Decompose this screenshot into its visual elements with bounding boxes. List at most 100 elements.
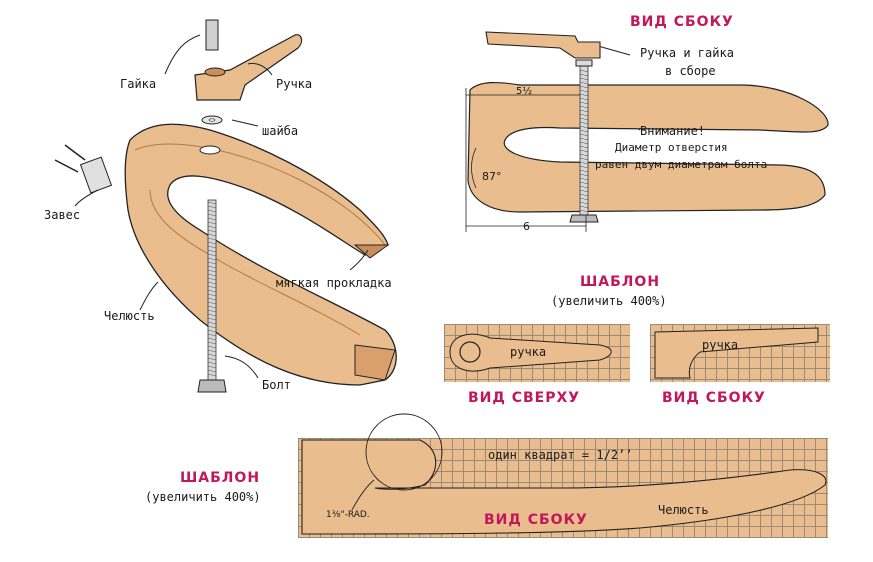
bolt-thread	[207, 229, 217, 233]
bolt-thread	[579, 149, 589, 153]
bolt-thread	[579, 121, 589, 125]
jaw-template-title: ШАБЛОН	[180, 470, 261, 486]
label-bolt: Болт	[262, 378, 291, 392]
bolt-thread	[207, 269, 217, 273]
bolt-thread	[579, 105, 589, 109]
bolt-thread	[579, 177, 589, 181]
bolt-thread	[207, 333, 217, 337]
bolt-thread	[207, 289, 217, 293]
dim-top: 5½	[516, 86, 533, 97]
bolt-thread	[579, 69, 589, 73]
handle-template-title: ШАБЛОН	[580, 274, 661, 290]
bolt-thread	[207, 281, 217, 285]
bolt-thread	[207, 349, 217, 353]
bolt-thread	[579, 81, 589, 85]
bolt-thread	[207, 233, 217, 237]
bolt-thread	[207, 345, 217, 349]
side-warning-line2: Диаметр отверстия	[615, 141, 728, 154]
bolt-thread	[579, 113, 589, 117]
bolt-thread	[579, 77, 589, 81]
dim-angle: 87°	[482, 170, 502, 183]
label-jaw: Челюсть	[104, 309, 155, 323]
bolt-thread	[579, 129, 589, 133]
jaw-top-shade	[134, 143, 386, 246]
side-warning: Внимание!	[640, 124, 706, 138]
label-pad: мягкая прокладка	[276, 276, 392, 290]
bolt-thread	[207, 361, 217, 365]
handle-side-view-title: ВИД СБОКУ	[662, 390, 766, 406]
bolt-thread	[579, 145, 589, 149]
jaw-template-scale: один квадрат = 1/2’’	[488, 448, 633, 462]
bolt-thread	[207, 341, 217, 345]
bolt-thread	[207, 241, 217, 245]
jaw-bolt-hole	[199, 145, 221, 155]
bolt-thread	[207, 305, 217, 309]
bolt-thread	[207, 257, 217, 261]
bolt-thread	[207, 357, 217, 361]
bolt-thread	[579, 157, 589, 161]
bolt-thread	[579, 181, 589, 185]
handle-top-view-title: ВИД СВЕРХУ	[468, 390, 581, 406]
bolt-thread	[207, 325, 217, 329]
jaw-template-radius: 1⅜"-RAD.	[326, 510, 370, 520]
bolt-thread	[579, 209, 589, 213]
bolt-thread	[579, 173, 589, 177]
jaw-template-view: ВИД СБОКУ	[484, 512, 588, 528]
bolt-thread	[207, 337, 217, 341]
handle-template-subtitle: (увеличить 400%)	[551, 294, 667, 308]
bolt-thread	[207, 253, 217, 257]
bolt-thread	[579, 101, 589, 105]
bolt-thread	[579, 205, 589, 209]
bolt-thread	[207, 217, 217, 221]
bolt-thread	[579, 109, 589, 113]
label-hinge: Завес	[44, 208, 81, 222]
bolt-thread	[207, 245, 217, 249]
bolt-thread	[579, 165, 589, 169]
bolt-thread	[579, 117, 589, 121]
bolt-thread	[207, 369, 217, 373]
bolt-thread	[207, 273, 217, 277]
bolt-thread	[579, 85, 589, 89]
bolt-thread	[207, 293, 217, 297]
bolt-thread	[579, 189, 589, 193]
bolt-thread	[207, 373, 217, 377]
bolt-thread	[207, 205, 217, 209]
bolt-thread	[207, 209, 217, 213]
bolt-thread	[579, 73, 589, 77]
bolt-thread	[207, 213, 217, 217]
label-nut: Гайка	[120, 77, 157, 91]
side-handle-nut-line1: Ручка и гайка	[640, 46, 734, 60]
bolt-thread	[207, 249, 217, 253]
bolt-thread	[207, 353, 217, 357]
bolt-thread	[579, 201, 589, 205]
bolt-thread	[579, 97, 589, 101]
side-handle-nut-line2: в сборе	[665, 64, 716, 78]
hinge	[79, 156, 113, 194]
bolt-thread	[207, 309, 217, 313]
bolt-thread	[207, 221, 217, 225]
bolt-thread	[579, 161, 589, 165]
bolt-thread	[579, 93, 589, 97]
side-view-title: ВИД СБОКУ	[630, 14, 734, 30]
handle-side-label: ручка	[702, 338, 739, 352]
bolt-thread	[207, 201, 217, 205]
side-warning-line3: равен двум диаметрам болта	[595, 158, 768, 171]
bolt-thread	[579, 185, 589, 189]
bolt-thread	[579, 133, 589, 137]
bolt-thread	[207, 365, 217, 369]
bolt-thread	[207, 321, 217, 325]
jaw-template-subtitle: (увеличить 400%)	[145, 490, 261, 504]
jaw-pad-bottom	[354, 344, 396, 381]
handle-top-label: ручка	[510, 345, 547, 359]
handle-shape	[194, 34, 303, 101]
dim-bottom: 6	[523, 220, 530, 233]
bolt-thread	[207, 285, 217, 289]
jaw-body	[124, 123, 397, 386]
bolt-thread	[207, 277, 217, 281]
bolt-thread	[579, 89, 589, 93]
bolt-thread	[579, 141, 589, 145]
